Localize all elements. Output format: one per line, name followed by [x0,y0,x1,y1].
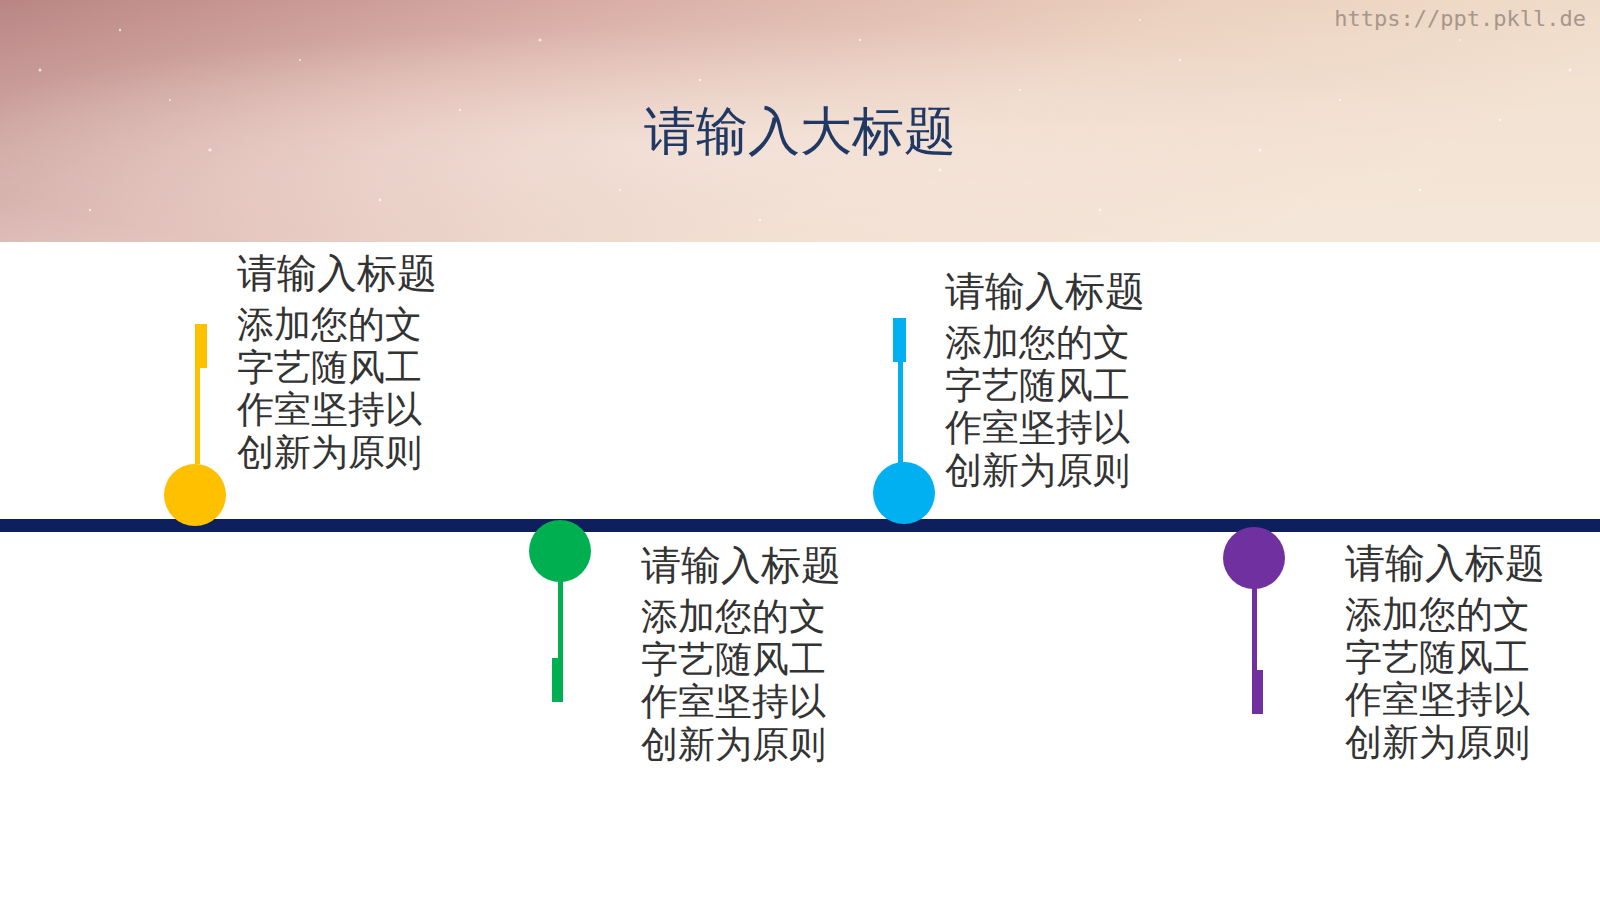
slide-title: 请输入大标题 [0,100,1600,162]
item-body: 添加您的文 字艺随风工 作室坚持以 创新为原则 [237,304,437,474]
timeline-item: 请输入标题添加您的文 字艺随风工 作室坚持以 创新为原则 [641,542,841,766]
timeline-item: 请输入标题添加您的文 字艺随风工 作室坚持以 创新为原则 [945,268,1145,492]
item-body: 添加您的文 字艺随风工 作室坚持以 创新为原则 [1345,594,1545,764]
timeline-item: 请输入标题添加您的文 字艺随风工 作室坚持以 创新为原则 [1345,540,1545,764]
item-body: 添加您的文 字艺随风工 作室坚持以 创新为原则 [945,322,1145,492]
item-heading: 请输入标题 [641,542,841,588]
item-heading: 请输入标题 [1345,540,1545,586]
item-heading: 请输入标题 [237,250,437,296]
watermark: https://ppt.pkll.de [1334,6,1586,31]
blue-key [873,318,935,524]
timeline-axis [0,519,1600,532]
header-band [0,0,1600,242]
item-body: 添加您的文 字艺随风工 作室坚持以 创新为原则 [641,596,841,766]
green-key [529,520,591,702]
timeline-item: 请输入标题添加您的文 字艺随风工 作室坚持以 创新为原则 [237,250,437,474]
yellow-key [164,324,226,526]
purple-key [1223,527,1285,714]
item-heading: 请输入标题 [945,268,1145,314]
